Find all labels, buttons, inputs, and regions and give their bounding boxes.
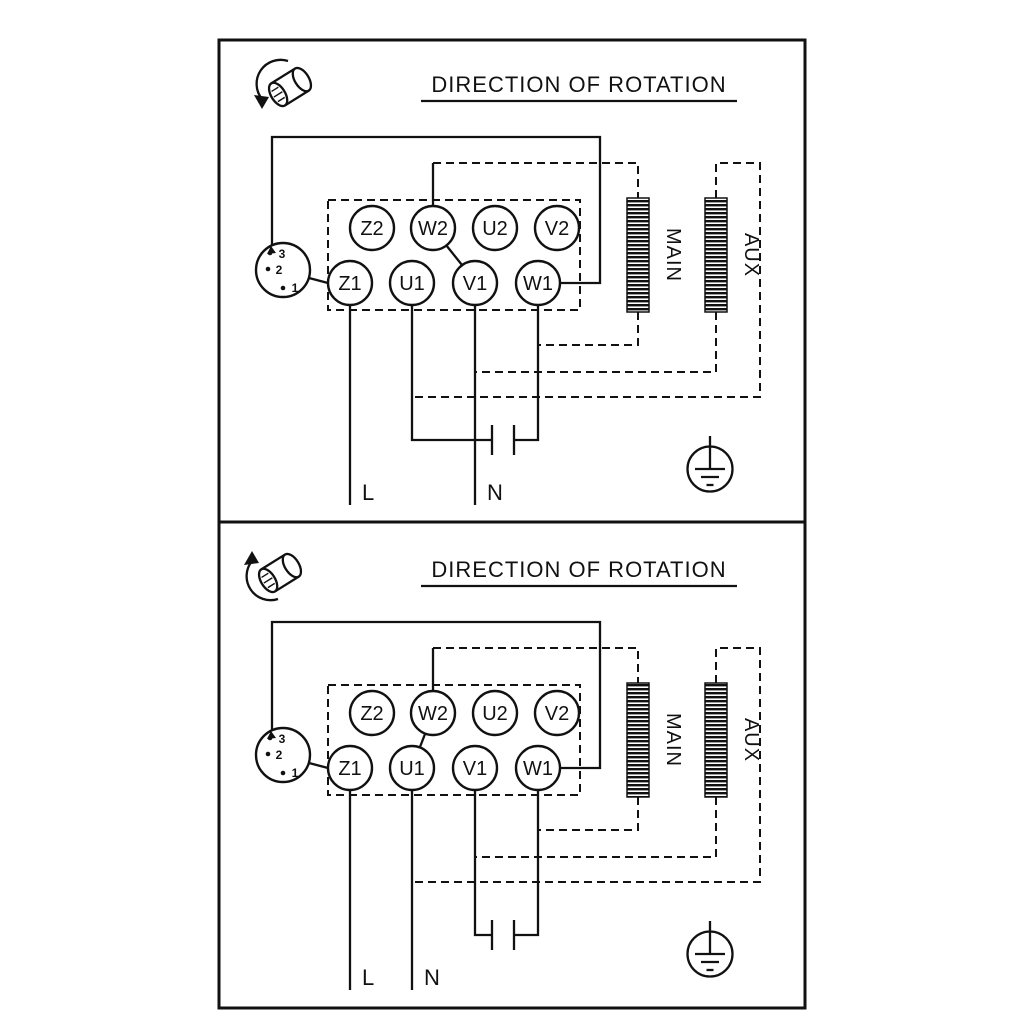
supply-wiring [270, 620, 602, 990]
svg-text:U2: U2 [482, 218, 508, 240]
svg-text:V2: V2 [545, 218, 569, 240]
terminal-Z2: Z2 [348, 689, 396, 737]
svg-text:W1: W1 [523, 758, 553, 780]
rotation-arrow [245, 560, 279, 602]
panel-border [217, 520, 807, 1010]
neutral-label: N [487, 480, 503, 505]
svg-text:Z2: Z2 [360, 218, 383, 240]
svg-text:Z1: Z1 [338, 758, 361, 780]
terminal-V2: V2 [533, 204, 581, 252]
supply-wiring [270, 135, 602, 505]
line-label: L [362, 965, 374, 990]
switch-pos-1: 1 [292, 766, 299, 780]
switch-pos-2: 2 [276, 748, 283, 762]
svg-text:U1: U1 [399, 758, 425, 780]
terminal-V2: V2 [533, 689, 581, 737]
terminal-Z2: Z2 [348, 204, 396, 252]
panel-title: DIRECTION OF ROTATION [431, 72, 726, 97]
terminal-V1: V1 [451, 744, 499, 792]
aux-winding [704, 682, 728, 798]
svg-text:Z2: Z2 [360, 703, 383, 725]
wiring-panel-2: DIRECTION OF ROTATION [217, 520, 807, 1010]
main-winding [626, 197, 650, 313]
svg-text:V1: V1 [463, 758, 487, 780]
capacitor-symbol [490, 920, 516, 950]
terminal-U1: U1 [388, 744, 436, 792]
terminal-W1: W1 [514, 744, 562, 792]
internal-wiring-dashed [412, 647, 761, 883]
main-winding-label: MAIN [662, 228, 684, 282]
aux-winding-label: AUX [740, 233, 762, 277]
terminal-U1: U1 [388, 259, 436, 307]
terminal-W1: W1 [514, 259, 562, 307]
line-label: L [362, 480, 374, 505]
switch-pos-1: 1 [292, 281, 299, 295]
capacitor-symbol [490, 425, 516, 455]
svg-text:W2: W2 [418, 218, 448, 240]
rotary-switch: 3 2 1 [254, 241, 312, 299]
rotation-arrow [255, 58, 289, 100]
rotary-switch: 3 2 1 [254, 726, 312, 784]
main-winding [626, 682, 650, 798]
svg-text:Z1: Z1 [338, 273, 361, 295]
svg-text:V2: V2 [545, 703, 569, 725]
switch-pos-2: 2 [276, 263, 283, 277]
terminal-Z1: Z1 [326, 744, 374, 792]
internal-wiring-dashed [412, 162, 761, 398]
panel-title: DIRECTION OF ROTATION [431, 557, 726, 582]
aux-winding [704, 197, 728, 313]
svg-text:V1: V1 [463, 273, 487, 295]
terminal-V1: V1 [451, 259, 499, 307]
switch-pos-3: 3 [279, 247, 286, 261]
rotation-direction-icon [254, 58, 313, 109]
terminal-board-outline [327, 199, 581, 311]
earth-ground-symbol [686, 436, 734, 493]
wiring-panel-1: DIRECTION OF ROTATION [217, 38, 807, 524]
rotation-direction-icon [244, 551, 303, 602]
terminal-W2: W2 [409, 204, 457, 252]
earth-ground-symbol [686, 921, 734, 978]
terminal-Z1: Z1 [326, 259, 374, 307]
svg-text:W2: W2 [418, 703, 448, 725]
terminal-U2: U2 [471, 689, 519, 737]
terminal-U2: U2 [471, 204, 519, 252]
svg-text:W1: W1 [523, 273, 553, 295]
main-winding-label: MAIN [662, 713, 684, 767]
aux-winding-label: AUX [740, 718, 762, 762]
terminal-W2: W2 [409, 689, 457, 737]
svg-text:U1: U1 [399, 273, 425, 295]
switch-pos-3: 3 [279, 732, 286, 746]
neutral-label: N [424, 965, 440, 990]
terminal-board-outline [327, 684, 581, 796]
svg-text:U2: U2 [482, 703, 508, 725]
